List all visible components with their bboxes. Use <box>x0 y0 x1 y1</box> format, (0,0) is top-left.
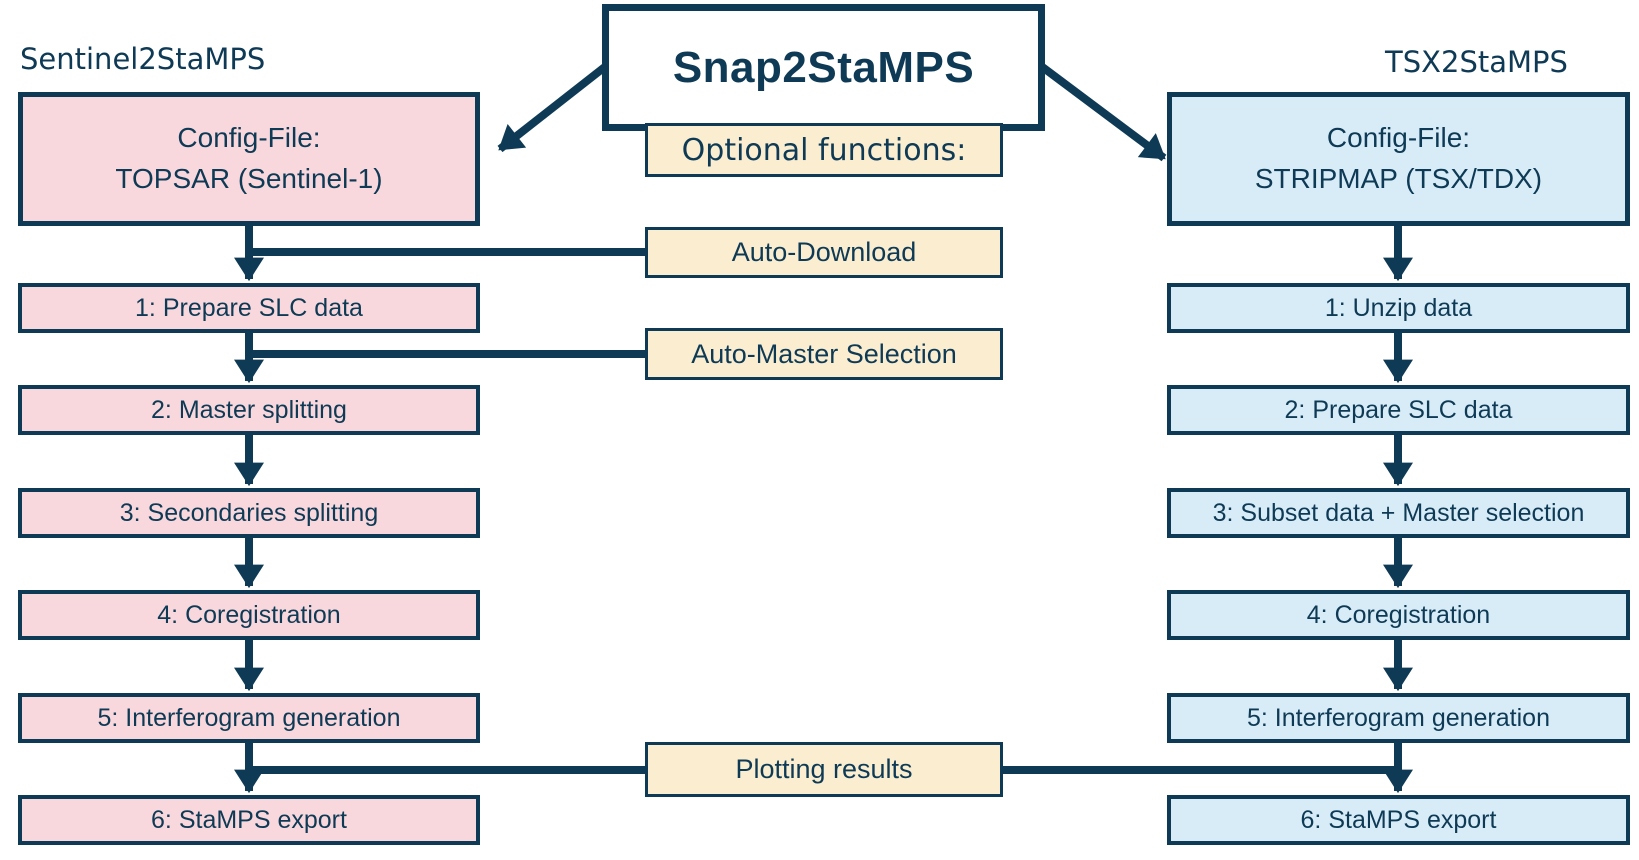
right-step-2: 2: Prepare SLC data <box>1167 385 1630 435</box>
left-step-4: 4: Coregistration <box>18 590 480 640</box>
right-step-1: 1: Unzip data <box>1167 283 1630 333</box>
left-config-line2: TOPSAR (Sentinel-1) <box>115 163 383 194</box>
left-config-line1: Config-File: <box>177 122 321 154</box>
right-config-line1: Config-File: <box>1326 122 1471 154</box>
right-step-4: 4: Coregistration <box>1167 590 1630 640</box>
left-step-2: 2: Master splitting <box>18 385 480 435</box>
left-step-5: 5: Interferogram generation <box>18 693 480 743</box>
optional-plotting-results: Plotting results <box>645 742 1003 797</box>
right-config-box: Config-File: STRIPMAP (TSX/TDX) <box>1167 92 1630 226</box>
right-step-3: 3: Subset data + Master selection <box>1167 488 1630 538</box>
optional-connectors <box>249 248 1398 774</box>
optional-auto-download: Auto-Download <box>645 227 1003 278</box>
title-branch-arrows <box>497 62 1167 162</box>
left-config-text: Config-File: TOPSAR (Sentinel-1) <box>115 118 382 199</box>
left-config-box: Config-File: TOPSAR (Sentinel-1) <box>18 92 480 226</box>
left-pipeline-label: Sentinel2StaMPS <box>20 42 266 76</box>
right-config-text: Config-File: STRIPMAP (TSX/TDX) <box>1255 118 1542 199</box>
left-step-1: 1: Prepare SLC data <box>18 283 480 333</box>
optional-functions-header: Optional functions: <box>645 123 1003 177</box>
right-pipeline-label: TSX2StaMPS <box>1385 45 1568 79</box>
right-step-5: 5: Interferogram generation <box>1167 693 1630 743</box>
right-step-6: 6: StaMPS export <box>1167 795 1630 845</box>
right-config-line2: STRIPMAP (TSX/TDX) <box>1254 163 1543 194</box>
optional-auto-master-selection: Auto-Master Selection <box>645 328 1003 380</box>
title-box: Snap2StaMPS <box>602 4 1045 131</box>
left-step-3: 3: Secondaries splitting <box>18 488 480 538</box>
title-text: Snap2StaMPS <box>672 42 975 92</box>
left-step-6: 6: StaMPS export <box>18 795 480 845</box>
